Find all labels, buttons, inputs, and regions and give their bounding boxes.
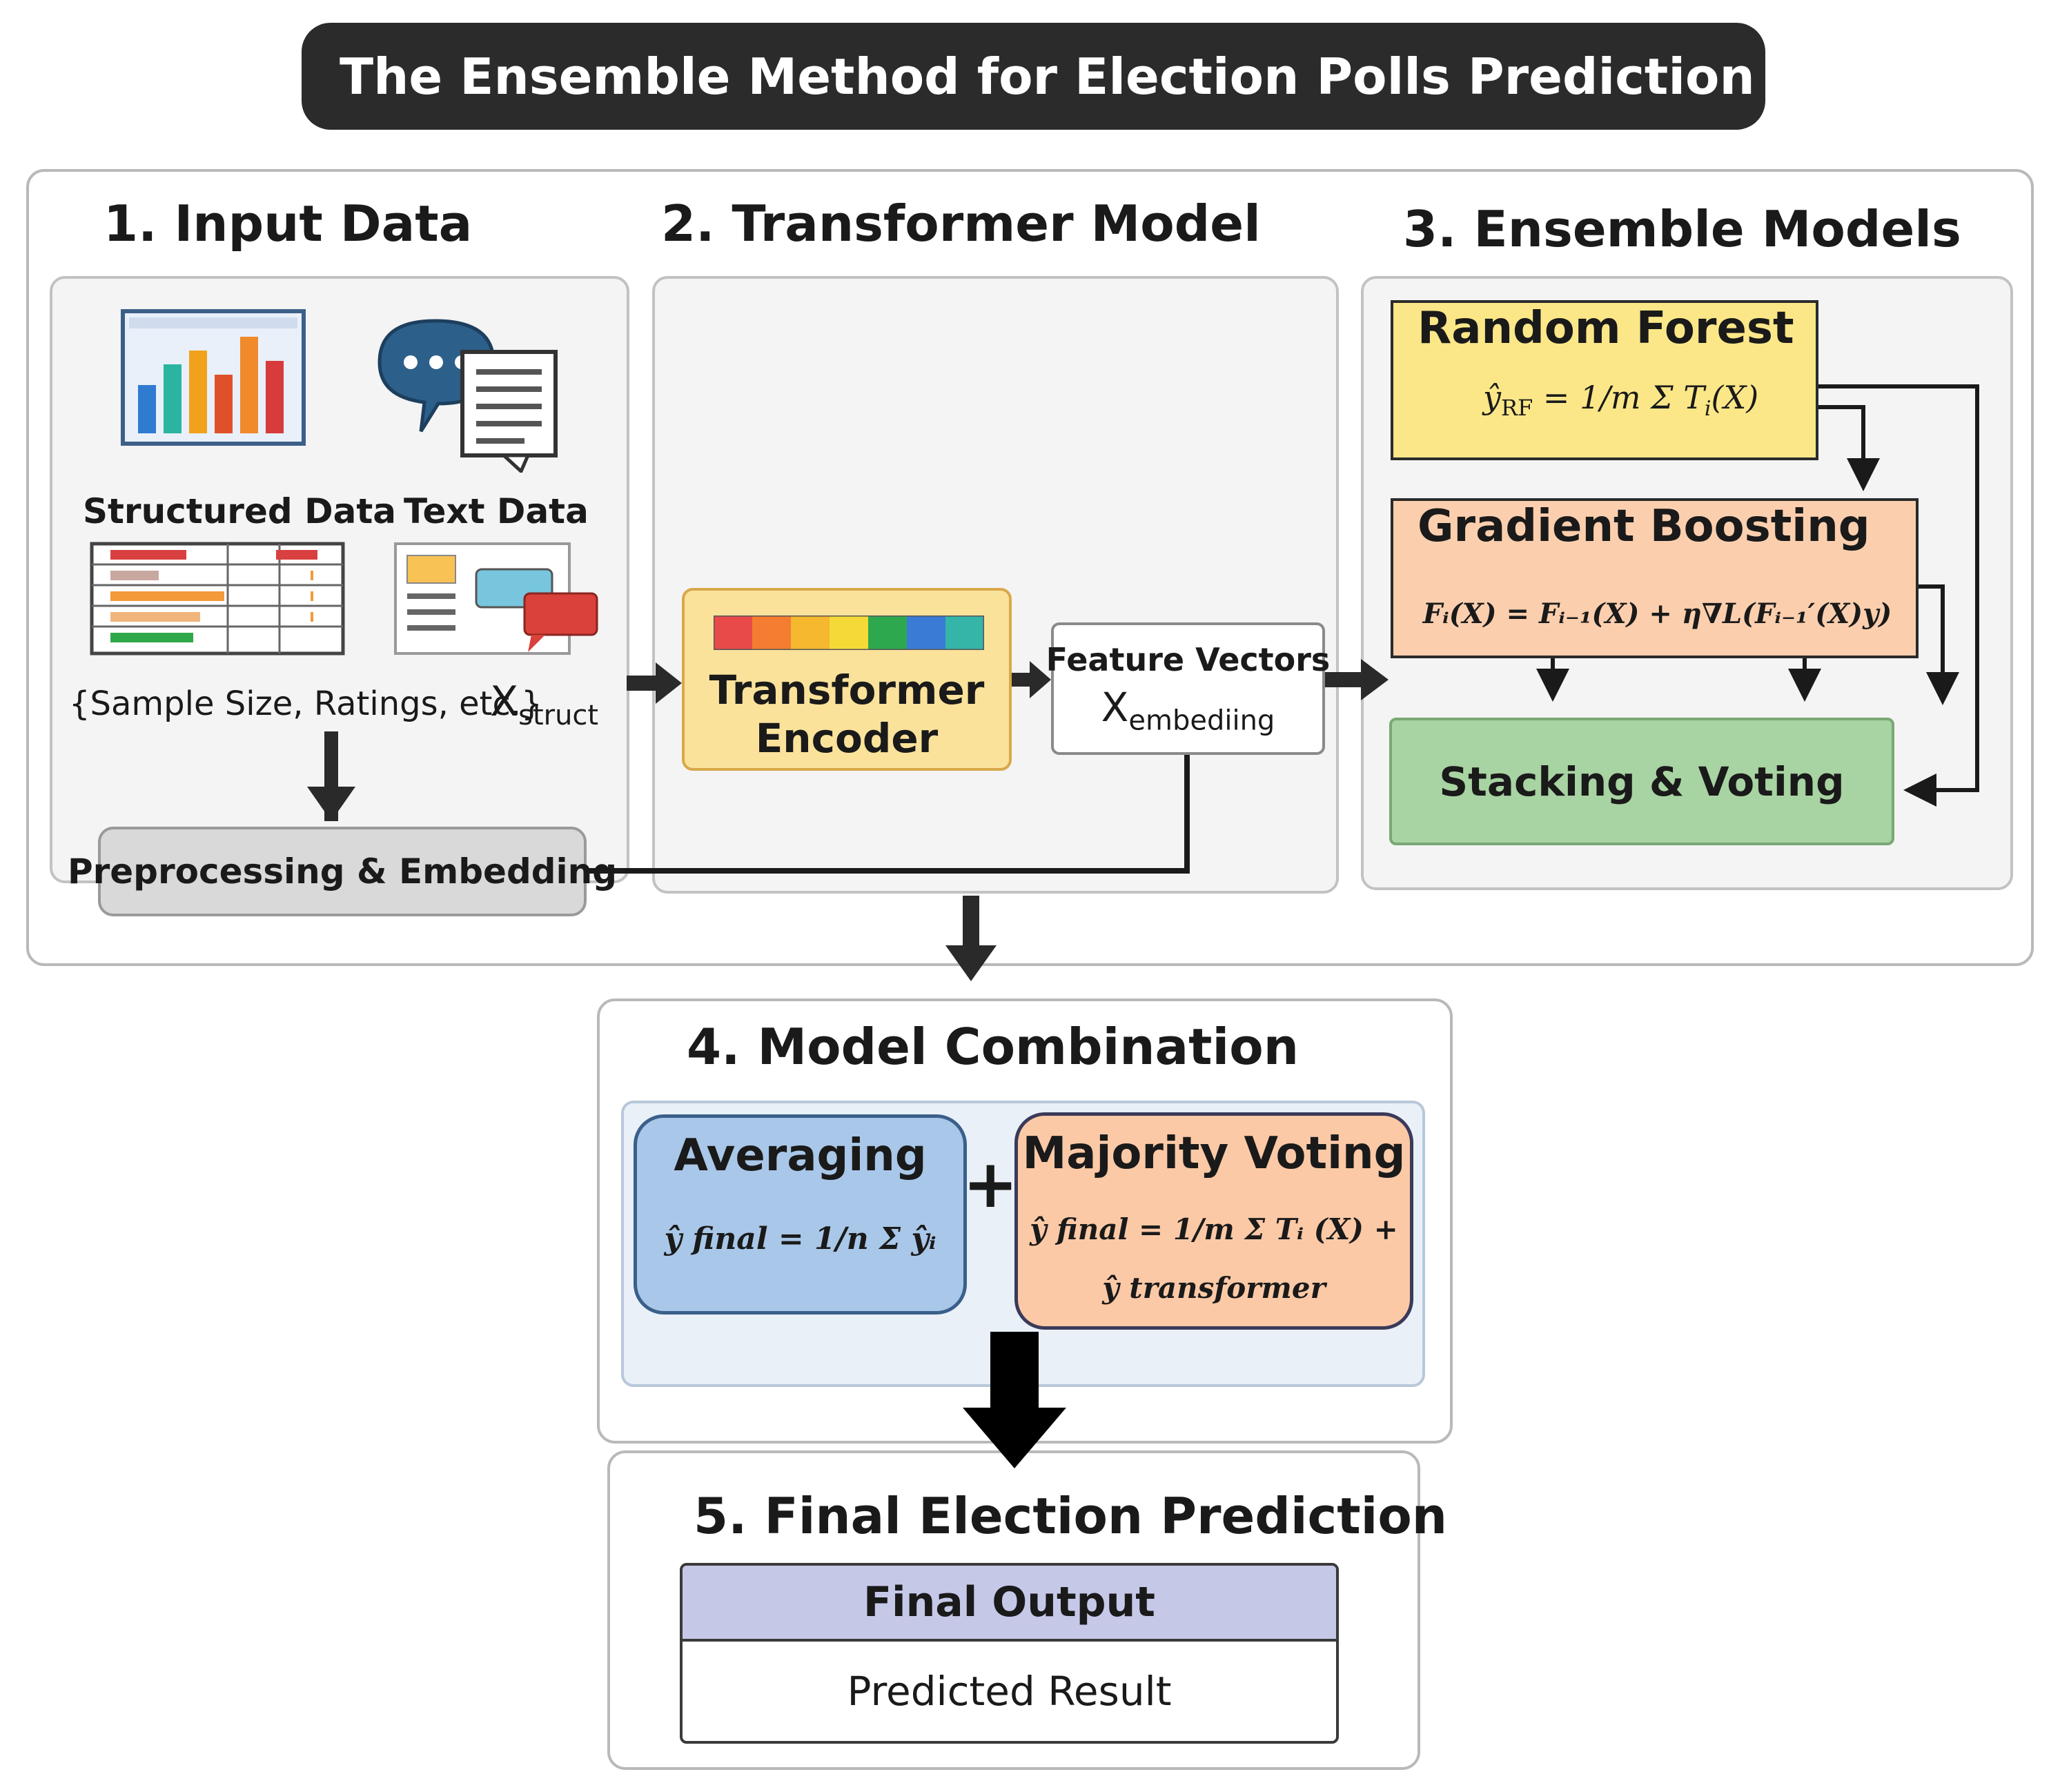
arrowhead-top-to-combination (945, 945, 997, 981)
preprocessing-embedding-label: Preprocessing & Embedding (67, 851, 618, 892)
rf-formula-index: i (1704, 397, 1711, 422)
final-output-value-cell: Predicted Result (683, 1642, 1336, 1741)
final-output-value: Predicted Result (847, 1668, 1172, 1715)
final-prediction-title: 5. Final Election Prediction (694, 1487, 1448, 1545)
final-output-header-label: Final Output (863, 1578, 1155, 1626)
majority-formula-line1: ŷ final = 1/m Σ Tᵢ (X) + (1030, 1212, 1398, 1246)
structured-data-label: Structured Data (83, 491, 396, 531)
feature-vectors-box: Feature Vectors Xembediing (1046, 622, 1330, 755)
arrowhead-combination-to-final (963, 1408, 1066, 1468)
gradient-boosting-box: Gradient Boosting Fᵢ(X) = Fᵢ₋₁(X) + η∇L(… (1391, 498, 1919, 658)
majority-voting-title: Majority Voting (1022, 1128, 1406, 1179)
arrow-rf-to-stacking (1818, 384, 1979, 807)
ensemble-models-title: 3. Ensemble Models (1403, 200, 1961, 258)
diagram-title: The Ensemble Method for Election Polls P… (302, 23, 1765, 130)
text-messages-icon (394, 542, 598, 655)
stacking-voting-box: Stacking & Voting (1389, 718, 1894, 845)
transformer-model-panel (652, 276, 1339, 894)
x-embedding-subscript: embediing (1128, 705, 1275, 737)
majority-formula-line2: ŷ transformer (1102, 1271, 1326, 1305)
arrow-rf-to-gb (1818, 405, 1880, 491)
input-data-title: 1. Input Data (104, 195, 473, 253)
plus-sign: + (963, 1145, 1019, 1223)
transformer-model-title: 2. Transformer Model (661, 195, 1261, 253)
transformer-encoder-line1: Transformer (709, 667, 985, 713)
averaging-box: Averaging ŷ final = 1/n Σ ŷᵢ (634, 1114, 967, 1315)
majority-voting-box: Majority Voting ŷ final = 1/m Σ Tᵢ (X) +… (1014, 1112, 1413, 1330)
preprocessing-embedding-box: Preprocessing & Embedding (68, 827, 617, 916)
stacking-voting-label: Stacking & Voting (1439, 758, 1845, 805)
feature-vectors-label: Feature Vectors (1046, 640, 1331, 678)
line-preprocessing-to-features (587, 755, 1190, 874)
arrowhead-features-to-ensemble (1361, 659, 1389, 700)
bar-chart-icon (121, 309, 306, 446)
final-output-header: Final Output (683, 1566, 1336, 1642)
arrow-gb-right-side (1919, 584, 1959, 705)
model-combination-title: 4. Model Combination (687, 1018, 1299, 1076)
rf-formula-lhs: ŷ (1483, 379, 1501, 416)
x-struct-symbol: X (490, 678, 519, 726)
random-forest-formula: ŷRF = 1/m Σ Ti(X) (1483, 379, 1758, 421)
diagram-title-text: The Ensemble Method for Election Polls P… (340, 47, 1755, 106)
transformer-encoder-box: Transformer Encoder (682, 588, 1012, 771)
token-strip-icon (714, 616, 984, 650)
chat-document-icon (377, 319, 558, 473)
final-output-table: Final Output Predicted Result (680, 1563, 1339, 1744)
x-struct-subscript: struct (518, 700, 599, 731)
data-table-icon (90, 542, 345, 656)
random-forest-title: Random Forest (1418, 303, 1794, 354)
sample-size-label: {Sample Size, Ratings, etc.} (69, 685, 542, 723)
averaging-title: Averaging (674, 1130, 927, 1181)
averaging-formula: ŷ final = 1/n Σ ŷᵢ (664, 1221, 936, 1257)
rf-formula-rhs: = 1/m Σ T (1542, 379, 1705, 416)
x-struct-label: Xstruct (490, 678, 598, 731)
gradient-boosting-title: Gradient Boosting (1418, 501, 1870, 552)
x-embedding-label: Xembediing (1101, 684, 1275, 737)
arrowhead-input-to-encoder (656, 662, 682, 704)
random-forest-box: Random Forest ŷRF = 1/m Σ Ti(X) (1391, 300, 1818, 460)
x-embedding-symbol: X (1101, 683, 1129, 731)
text-data-label: Text Data (404, 491, 589, 531)
gradient-boosting-formula: Fᵢ(X) = Fᵢ₋₁(X) + η∇L(Fᵢ₋₁′(X)y) (1422, 598, 1892, 630)
rf-formula-tail: (X) (1711, 379, 1759, 416)
rf-formula-lhs-sub: RF (1501, 395, 1533, 422)
arrowhead-sample-to-preprocessing (307, 787, 355, 821)
arrowhead-encoder-to-features (1030, 661, 1051, 698)
transformer-encoder-line2: Encoder (755, 715, 939, 762)
